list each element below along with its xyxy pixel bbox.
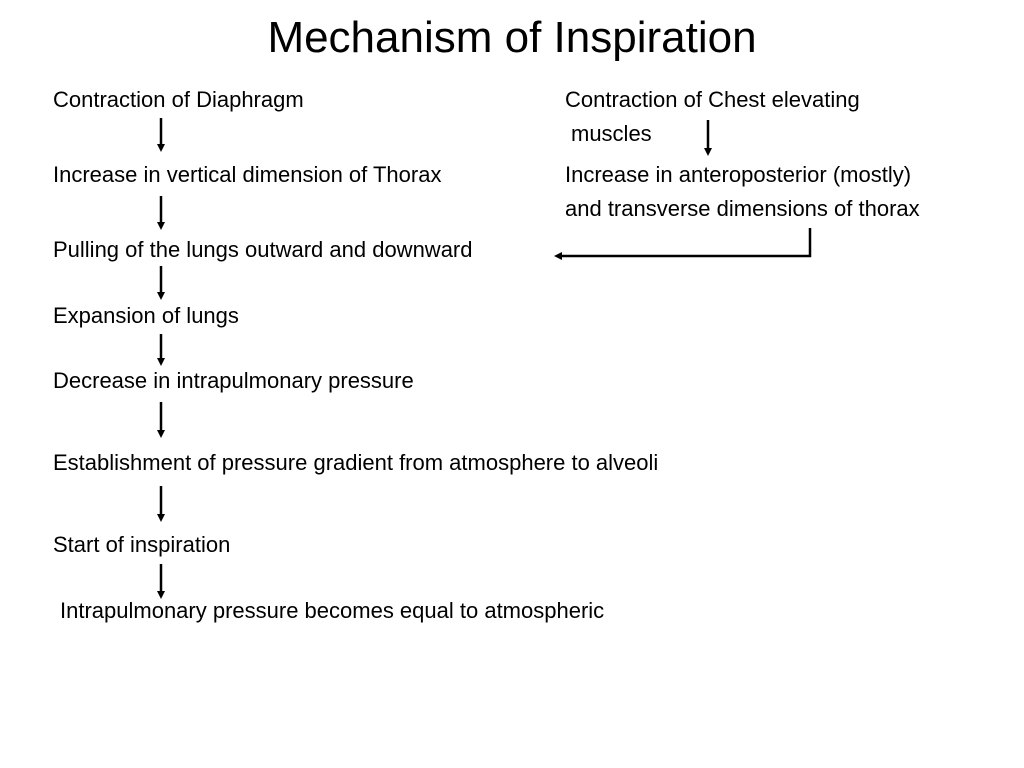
step-decrease-pressure: Decrease in intrapulmonary pressure (53, 368, 414, 393)
page-title: Mechanism of Inspiration (267, 13, 757, 62)
step-chest-muscles-line1: Contraction of Chest elevating (565, 87, 860, 112)
arrow-connector-right-to-left (554, 228, 812, 260)
step-start-inspiration: Start of inspiration (53, 532, 231, 557)
step-ap-transverse-line2: and transverse dimensions of thorax (565, 196, 920, 221)
step-expansion-lungs: Expansion of lungs (53, 303, 239, 328)
step-pulling-lungs: Pulling of the lungs outward and downwar… (53, 237, 473, 262)
step-chest-muscles-line2: muscles (571, 121, 652, 146)
step-ap-transverse-line1: Increase in anteroposterior (mostly) (565, 162, 912, 187)
step-pressure-equal: Intrapulmonary pressure becomes equal to… (60, 598, 605, 623)
step-contraction-diaphragm: Contraction of Diaphragm (53, 87, 304, 112)
step-vertical-dimension: Increase in vertical dimension of Thorax (53, 162, 442, 187)
step-pressure-gradient: Establishment of pressure gradient from … (53, 450, 659, 475)
